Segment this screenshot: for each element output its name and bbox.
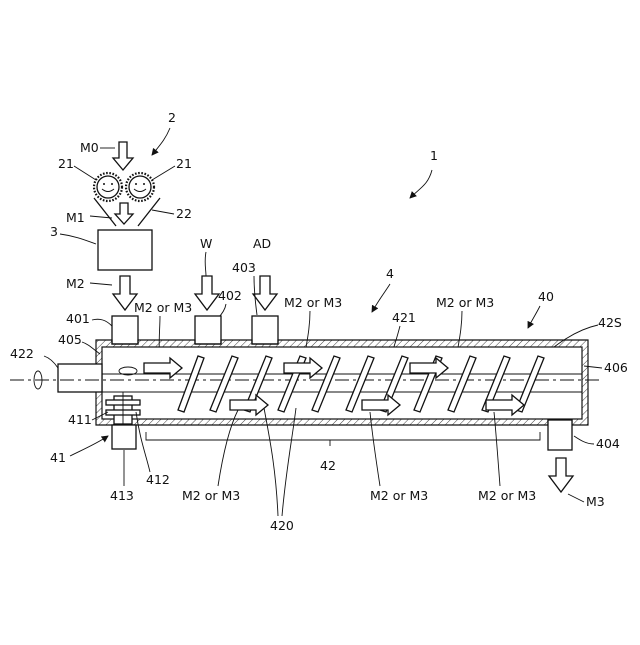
leader-2 [152, 128, 170, 155]
leader-40 [528, 306, 540, 328]
port-402 [195, 316, 221, 344]
label-3: 3 [50, 224, 58, 239]
leader-w [205, 252, 206, 276]
roller-left-icon [94, 173, 122, 201]
guide-left [94, 198, 116, 226]
label-mix-bottom-1: M2 or M3 [182, 488, 240, 503]
label-403: 403 [232, 260, 256, 275]
leader-3 [60, 234, 96, 244]
motor-413 [112, 425, 136, 449]
label-ad: AD [253, 236, 271, 251]
motor-422 [58, 364, 102, 392]
label-w: W [200, 236, 212, 251]
leader-22 [152, 210, 174, 214]
arrow-m1 [115, 203, 133, 224]
label-4: 4 [386, 266, 394, 281]
label-mix-top-1: M2 or M3 [134, 300, 192, 315]
label-421: 421 [392, 310, 416, 325]
label-40: 40 [538, 289, 554, 304]
arrow-ad [253, 276, 277, 310]
leader-21-left [74, 166, 96, 180]
label-404: 404 [596, 436, 620, 451]
label-405: 405 [58, 332, 82, 347]
label-mix-bottom-2: M2 or M3 [370, 488, 428, 503]
outlet-404 [548, 420, 572, 450]
arrow-w [195, 276, 219, 310]
label-420: 420 [270, 518, 294, 533]
leader-m2 [90, 283, 112, 285]
leader-1 [410, 170, 432, 198]
label-1: 1 [430, 148, 438, 163]
leader-41 [70, 436, 108, 456]
label-41: 41 [50, 450, 66, 465]
leader-401 [92, 319, 112, 326]
label-2: 2 [168, 110, 176, 125]
roller-right-icon [126, 173, 154, 201]
label-422: 422 [10, 346, 34, 361]
arrow-m3-out [549, 458, 573, 492]
arrow-m0 [113, 142, 133, 170]
leader-404 [574, 436, 594, 444]
port-401 [112, 316, 138, 344]
label-412: 412 [146, 472, 170, 487]
leader-422 [44, 356, 58, 368]
brace-42 [146, 432, 540, 446]
guide-right [138, 198, 160, 226]
leader-4 [372, 284, 390, 312]
label-21-left: 21 [58, 156, 74, 171]
label-42s: 42S [598, 315, 622, 330]
leader-21-right [152, 166, 175, 180]
label-mix-bottom-3: M2 or M3 [478, 488, 536, 503]
label-mix-top-3: M2 or M3 [436, 295, 494, 310]
label-411: 411 [68, 412, 92, 427]
label-m0: M0 [80, 140, 99, 155]
label-406: 406 [604, 360, 628, 375]
label-m1: M1 [66, 210, 85, 225]
label-42: 42 [320, 458, 336, 473]
label-401: 401 [66, 311, 90, 326]
label-413: 413 [110, 488, 134, 503]
crusher-box [98, 230, 152, 270]
leader-m3-out [568, 494, 584, 502]
label-22: 22 [176, 206, 192, 221]
port-403 [252, 316, 278, 344]
label-m2: M2 [66, 276, 85, 291]
label-21-right: 21 [176, 156, 192, 171]
label-402: 402 [218, 288, 242, 303]
label-mix-top-2: M2 or M3 [284, 295, 342, 310]
label-m3-out: M3 [586, 494, 605, 509]
